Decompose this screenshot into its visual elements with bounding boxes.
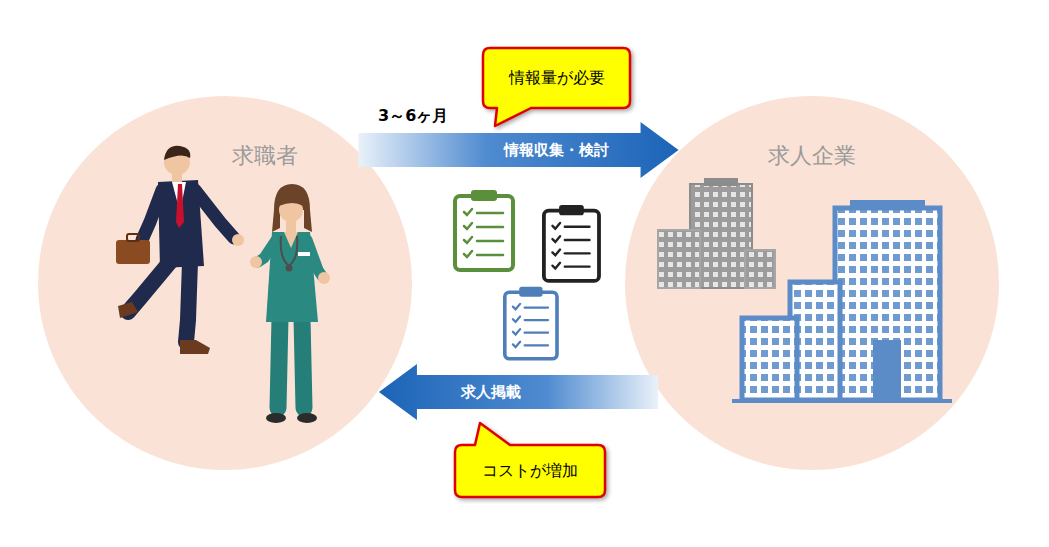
flow-arrow xyxy=(358,122,678,178)
circle-fill xyxy=(625,96,999,470)
duration-label: 3～6ヶ月 xyxy=(378,106,448,127)
arrow-label: 求人掲載 xyxy=(461,383,521,402)
circle-fill xyxy=(38,96,412,470)
group-title: 求人企業 xyxy=(768,141,856,171)
clipboard-icon xyxy=(455,190,513,270)
callout-fill xyxy=(455,423,605,497)
circle-outline xyxy=(38,96,412,470)
clipboard-icon xyxy=(505,287,557,359)
callout-box: コストが増加 xyxy=(455,445,605,497)
arrow-label: 情報収集・検討 xyxy=(504,141,609,160)
group-circle: 求職者 xyxy=(38,96,412,470)
clipboard-icon xyxy=(544,205,599,281)
flow-arrow xyxy=(379,364,658,420)
callout-text: 情報量が必要 xyxy=(509,68,605,89)
group-circle: 求人企業 xyxy=(625,96,999,470)
group-title: 求職者 xyxy=(232,141,298,171)
callout-fill xyxy=(483,48,630,126)
callout-text: コストが増加 xyxy=(482,461,578,482)
callout-box: 情報量が必要 xyxy=(483,48,630,108)
